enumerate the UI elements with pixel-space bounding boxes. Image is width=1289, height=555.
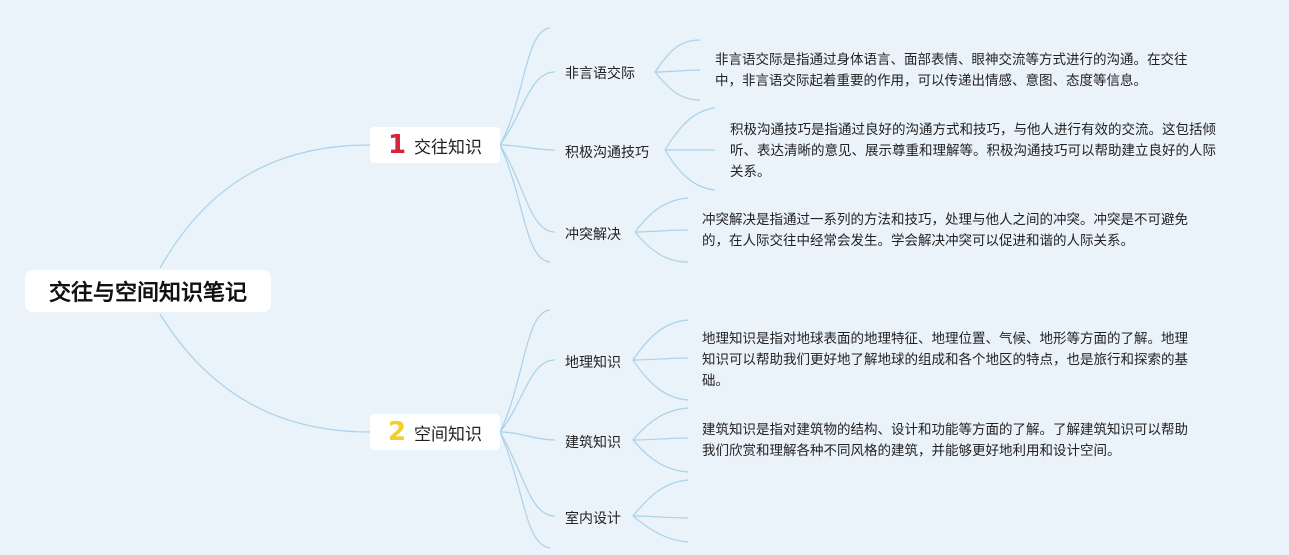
topic-desc-geography: 地理知识是指对地球表面的地理特征、地理位置、气候、地形等方面的了解。地理知识可以… [702,331,1188,389]
topic-node-nonverbal[interactable]: 非言语交际 [565,66,635,82]
connector-b1-sub2 [499,144,556,151]
connector-s5-mid [632,437,689,441]
topic-desc-conflict: 冲突解决是指通过一系列的方法和技巧，处理与他人之间的冲突。冲突是不可避免的，在人… [702,212,1188,249]
connector-root-branch-1 [159,144,371,269]
topic-node-architecture[interactable]: 建筑知识 [565,435,621,451]
connector-root-branch-2 [159,313,371,433]
root-node[interactable]: 交往与空间知识笔记 [25,270,271,312]
connector-b1-sub3 [499,144,556,233]
connector-s3-mid [634,229,689,233]
connector-s5-bot [632,439,689,473]
topic-node-geography[interactable]: 地理知识 [565,355,621,371]
connector-b2-sub2 [499,431,556,441]
connector-b2-sub1 [499,359,556,433]
root-title: 交往与空间知识笔记 [48,281,247,306]
connector-s2-bot [664,149,716,191]
branch-node-1[interactable]: 1 交往知识 [370,127,500,163]
connector-s4-top [632,319,689,361]
connector-b2-bottom [499,431,551,549]
connector-b2-sub3 [499,431,556,517]
topic-node-conflict[interactable]: 冲突解决 [565,227,621,243]
topic-desc-communication: 积极沟通技巧是指通过良好的沟通方式和技巧，与他人进行有效的交流。这包括倾听、表达… [730,122,1216,180]
connector-s1-mid [654,69,701,73]
connector-s5-top [632,407,689,441]
branch-number-1: 1 [387,130,407,160]
branch-label-2: 空间知识 [414,424,483,445]
connector-s1-top [654,39,701,73]
connector-b1-sub1 [499,71,556,146]
branch-number-2: 2 [387,417,407,447]
connector-b1-bottom [499,144,551,263]
connector-s4-bot [632,359,689,401]
connector-s6-bot [632,515,689,543]
connector-s6-mid [632,515,689,519]
topic-node-interior-design[interactable]: 室内设计 [565,511,621,527]
connector-b2-top [499,309,551,433]
connector-s3-bot [634,231,689,263]
connector-b1-top [499,27,551,146]
branch-label-1: 交往知识 [414,137,483,158]
connector-s1-bot [654,71,701,101]
topic-node-communication[interactable]: 积极沟通技巧 [565,145,649,161]
connector-s6-top [632,479,689,517]
topic-desc-architecture: 建筑知识是指对建筑物的结构、设计和功能等方面的了解。了解建筑知识可以帮助我们欣赏… [702,422,1188,459]
connector-s2-top [664,107,716,151]
connector-s3-top [634,197,689,233]
topic-desc-nonverbal: 非言语交际是指通过身体语言、面部表情、眼神交流等方式进行的沟通。在交往中，非言语… [715,52,1188,89]
connector-s4-mid [632,357,689,361]
branch-node-2[interactable]: 2 空间知识 [370,414,500,450]
